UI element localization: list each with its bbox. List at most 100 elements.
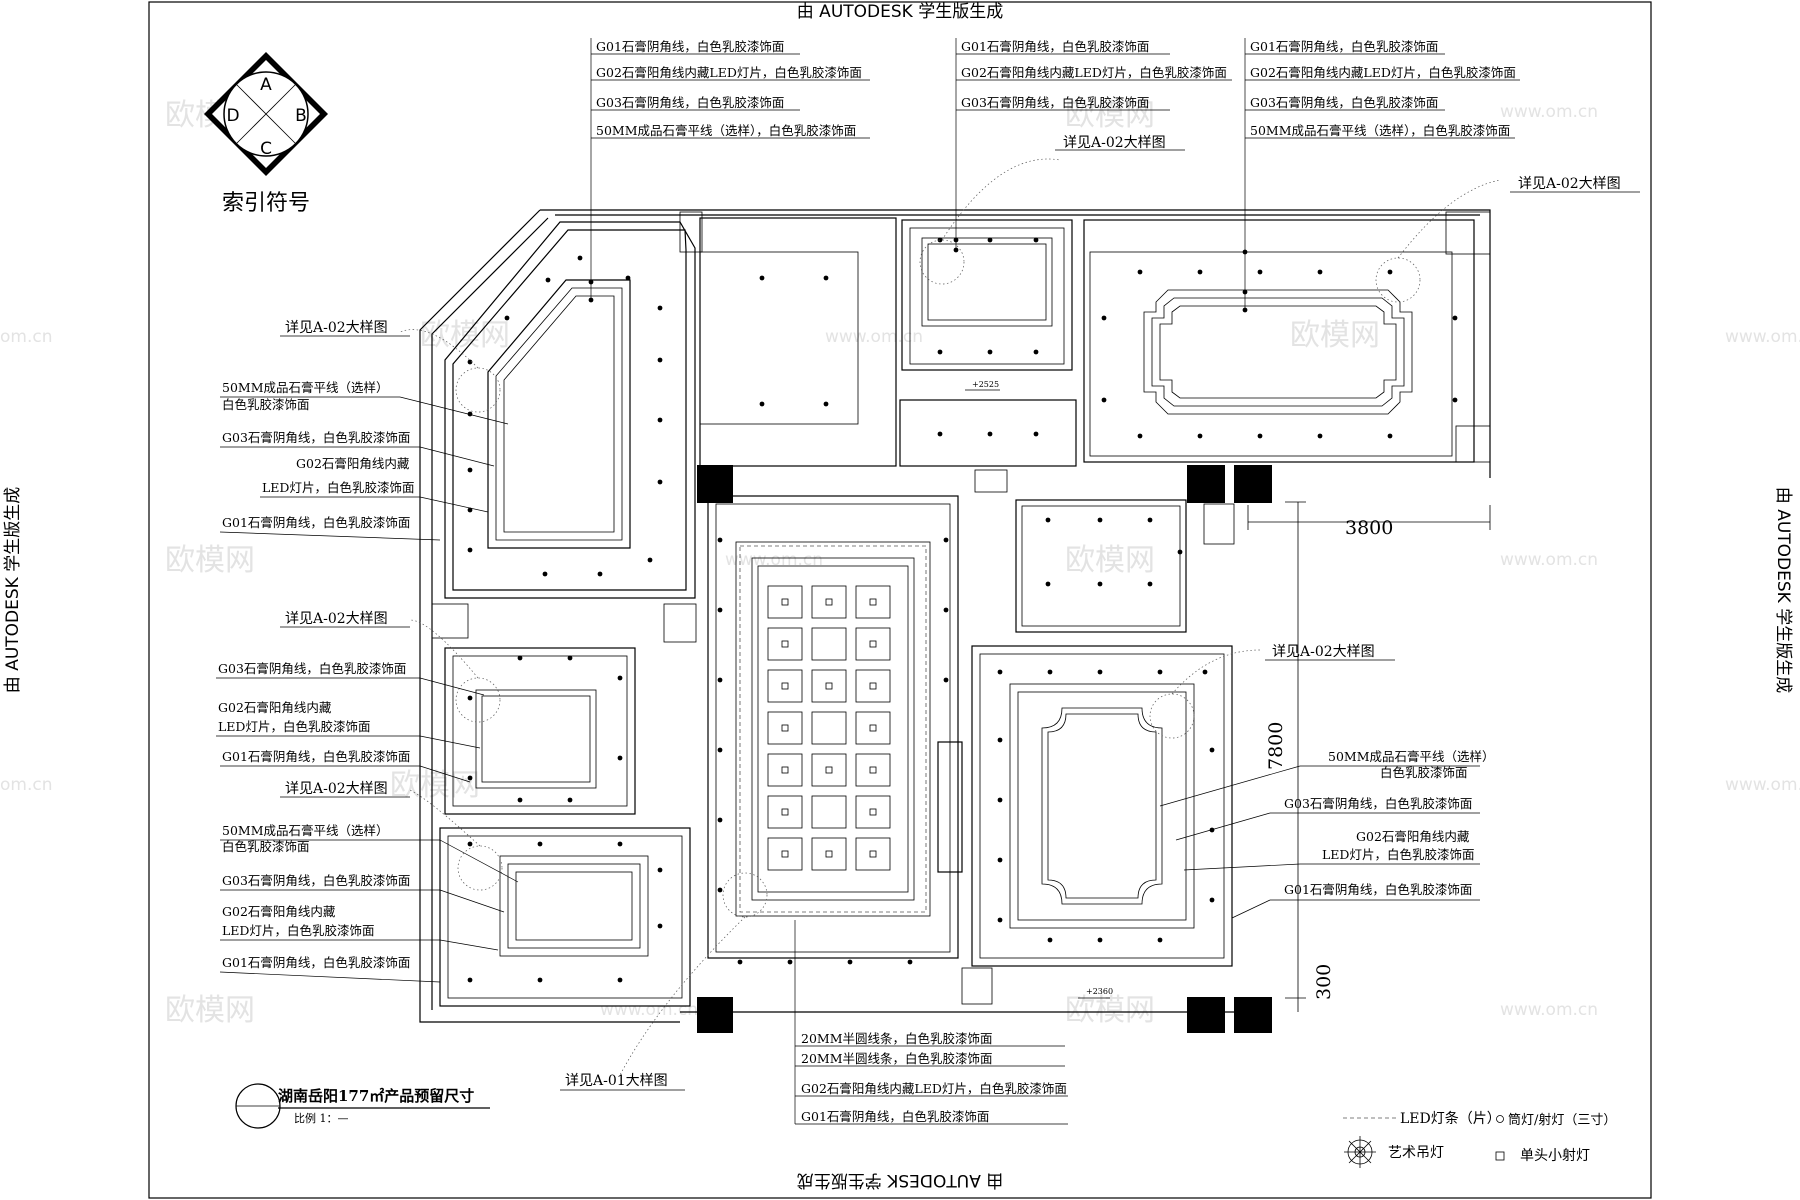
downlight-marker <box>847 959 853 965</box>
index-letter-c: C <box>260 139 272 159</box>
downlight-marker <box>1033 431 1039 437</box>
callout-text: 详见A-02大样图 <box>285 611 388 627</box>
downlight-marker <box>1147 581 1153 587</box>
downlight-marker <box>657 867 663 873</box>
downlight-marker <box>997 917 1003 923</box>
downlight-marker <box>1045 517 1051 523</box>
downlight-marker <box>657 923 663 929</box>
coffer-panel <box>767 711 803 745</box>
downlight-marker <box>1137 433 1143 439</box>
callout-text: 50MM成品石膏平线（选样） <box>1328 749 1495 764</box>
watermark-text: 欧模网 <box>165 543 255 578</box>
downlight-marker <box>717 817 723 823</box>
callout-text: G03石膏阴角线，白色乳胶漆饰面 <box>222 873 410 888</box>
dimension-small: 300 <box>1313 964 1335 1000</box>
downlight-marker <box>1047 669 1053 675</box>
downlight-marker <box>1157 669 1163 675</box>
downlight-marker <box>717 747 723 753</box>
callout-text: G01石膏阴角线，白色乳胶漆饰面 <box>596 39 784 54</box>
banner-left: 由 AUTODESK 学生版生成 <box>3 487 23 693</box>
callout-text: LED灯片，白色乳胶漆饰面 <box>1322 847 1474 862</box>
watermark-text: 欧模网 <box>1065 98 1155 133</box>
coffer-panel <box>767 753 803 787</box>
callout-text: 详见A-01大样图 <box>565 1073 668 1089</box>
downlight-marker <box>1317 269 1323 275</box>
downlight-marker <box>1137 269 1143 275</box>
downlight-marker <box>997 737 1003 743</box>
downlight-marker <box>943 607 949 613</box>
downlight-marker <box>1045 581 1051 587</box>
watermark-url: www.om.cn <box>1500 550 1598 570</box>
downlight-marker <box>1097 669 1103 675</box>
elevation-label: +2360 <box>1086 987 1113 996</box>
downlight-marker <box>1197 433 1203 439</box>
index-letter-a: A <box>260 75 272 95</box>
callout-text: 详见A-02大样图 <box>285 781 388 797</box>
downlight-marker <box>577 255 583 261</box>
coffer-panel <box>855 669 891 703</box>
coffer-panel <box>855 753 891 787</box>
callout-text: G03石膏阴角线，白色乳胶漆饰面 <box>218 661 406 676</box>
callout-text: G01石膏阴角线，白色乳胶漆饰面 <box>1284 882 1472 897</box>
downlight-marker <box>943 677 949 683</box>
downlight-marker <box>987 431 993 437</box>
spotlight-marker <box>781 598 789 606</box>
plan-title: 湖南岳阳177㎡产品预留尺寸 <box>278 1087 474 1105</box>
callout-text: 详见A-02大样图 <box>285 320 388 336</box>
callout-text: G02石膏阳角线内藏 <box>218 700 332 715</box>
downlight-marker <box>617 841 623 847</box>
watermark-url: www.om.cn <box>1500 102 1598 122</box>
index-letter-b: B <box>295 106 307 126</box>
downlight-marker <box>937 349 943 355</box>
downlight-marker <box>823 401 829 407</box>
coffer-panel <box>855 795 891 829</box>
downlight-marker <box>567 655 573 661</box>
callout-text: G02石膏阳角线内藏 <box>296 456 410 471</box>
downlight-marker <box>537 977 543 983</box>
downlight-marker <box>567 797 573 803</box>
callout-text: 20MM半圆线条，白色乳胶漆饰面 <box>801 1051 993 1066</box>
watermark-url: www.om.cn <box>1725 327 1800 347</box>
callout-left-3: 详见A-02大样图 50MM成品石膏平线（选样） 白色乳胶漆饰面 G03石膏阴角… <box>219 781 519 983</box>
spotlight-marker <box>825 598 833 606</box>
downlight-marker <box>717 677 723 683</box>
drawing-frame <box>148 1 1652 1199</box>
spotlight-marker <box>781 850 789 858</box>
coffer-panel <box>767 585 803 619</box>
downlight-marker <box>545 277 551 283</box>
spotlight-marker <box>869 598 877 606</box>
spotlight-marker <box>781 808 789 816</box>
watermark-url: www.om.cn <box>600 1000 698 1020</box>
coffer-panel <box>855 585 891 619</box>
downlight-marker <box>467 977 473 983</box>
dimension-width: 3800 <box>1345 517 1393 539</box>
downlight-marker <box>657 479 663 485</box>
downlight-marker <box>617 675 623 681</box>
watermark-url: www.om.cn <box>1725 775 1800 795</box>
downlight-marker <box>1452 397 1458 403</box>
callout-text: 详见A-02大样图 <box>1518 176 1621 192</box>
downlight-marker <box>467 775 473 781</box>
coffer-panel <box>855 711 891 745</box>
downlight-marker <box>647 557 653 563</box>
callout-right-lower: 详见A-02大样图 50MM成品石膏平线（选样） 白色乳胶漆饰面 G03石膏阴角… <box>1159 644 1495 919</box>
downlight-marker <box>1097 581 1103 587</box>
downlight-marker <box>717 537 723 543</box>
spotlight-marker <box>869 850 877 858</box>
downlight-marker <box>997 669 1003 675</box>
downlight-marker <box>717 887 723 893</box>
downlight-marker <box>717 607 723 613</box>
downlight-marker <box>759 275 765 281</box>
downlight-marker <box>504 315 510 321</box>
callout-text: G03石膏阴角线，白色乳胶漆饰面 <box>222 430 410 445</box>
downlight-marker <box>657 417 663 423</box>
callout-text: G03石膏阴角线，白色乳胶漆饰面 <box>1284 796 1472 811</box>
downlight-marker <box>1033 237 1039 243</box>
dimension-height: 7800 <box>1265 722 1287 770</box>
callout-text: G02石膏阳角线内藏 <box>222 904 336 919</box>
coffer-panel <box>855 627 891 661</box>
legend-downlight: 筒灯/射灯（三寸） <box>1508 1112 1616 1128</box>
spotlight-marker <box>825 850 833 858</box>
watermark-text: 欧模网 <box>1290 318 1380 353</box>
